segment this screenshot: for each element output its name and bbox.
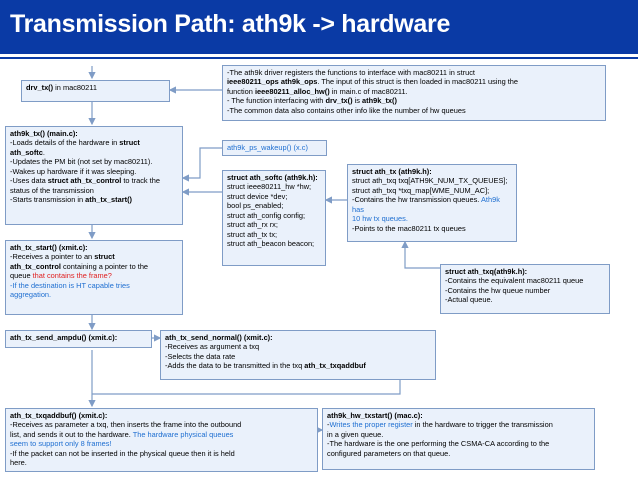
ath-txq-struct-box: struct ath_txq(ath9k.h): -Contains the e… — [440, 264, 610, 314]
tx-start-box: ath_tx_start() (xmit.c): -Receives a poi… — [5, 240, 183, 315]
ath-tx-struct-box: struct ath_tx (ath9k.h): struct ath_txq … — [347, 164, 517, 242]
ath-softc-box: struct ath_softc (ath9k.h): struct ieee8… — [222, 170, 326, 266]
arrow-ps-wakeup-to-ath9k-tx — [181, 147, 222, 182]
title-underline — [0, 57, 638, 59]
arrow-to-txqaddbuf — [92, 350, 401, 406]
send-ampdu-box: ath_tx_send_ampdu() (xmit.c): — [5, 330, 152, 348]
ath9k-tx-box: ath9k_tx() (main.c): -Loads details of t… — [5, 126, 183, 225]
registers-note-box: -The ath9k driver registers the function… — [222, 65, 606, 121]
send-normal-box: ath_tx_send_normal() (xmit.c): -Receives… — [160, 330, 436, 380]
txqaddbuf-box: ath_tx_txqaddbuf() (xmit.c): -Receives a… — [5, 408, 318, 472]
ps-wakeup-box: ath9k_ps_wakeup() (x.c) — [222, 140, 327, 156]
hw-txstart-box: ath9k_hw_txstart() (mac.c): -Writes the … — [322, 408, 595, 470]
slide-title: Transmission Path: ath9k -> hardware — [10, 10, 451, 38]
title-bar: Transmission Path: ath9k -> hardware — [0, 0, 638, 54]
arrow-txq-to-ath-tx — [401, 240, 440, 269]
drv-tx-box: drv_tx() in mac80211 — [21, 80, 170, 102]
